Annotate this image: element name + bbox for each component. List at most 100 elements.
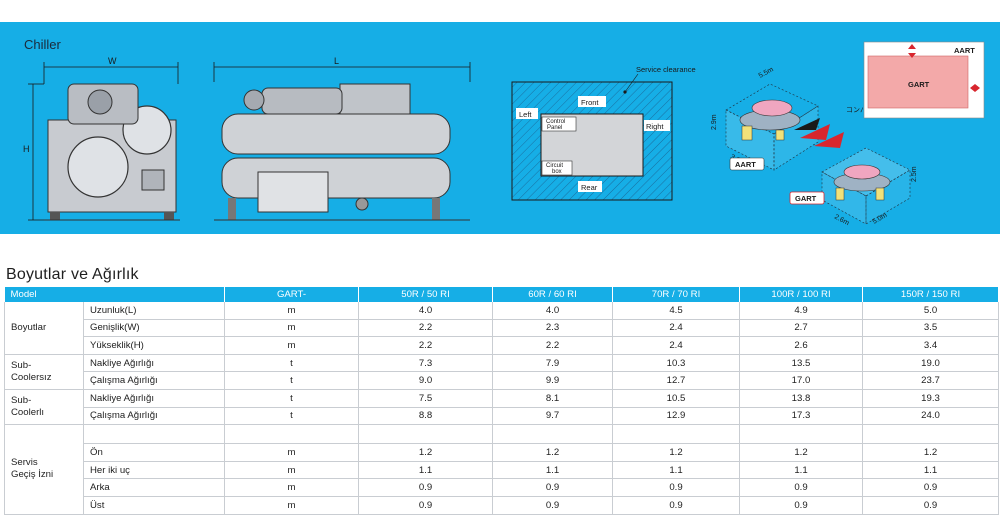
unit-cell: m (224, 319, 360, 338)
unit-cell: m (224, 443, 360, 462)
value-cell: 1.1 (492, 461, 614, 480)
dim-2-6m-label: 2.6m (833, 214, 850, 228)
table-row: Sub-Coolerlı Nakliye Ağırlığı t 7.5 8.1 … (4, 389, 1000, 426)
section-title: Boyutlar ve Ağırlık (6, 266, 139, 283)
value-cell: 2.3 (492, 319, 614, 338)
dim-5-5m-label: 5.5m (758, 66, 775, 80)
size-comparison-inset: AART GART (863, 41, 985, 119)
value-cell: 2.4 (612, 336, 741, 355)
value-cell: 2.6 (739, 336, 864, 355)
value-cell: 1.1 (739, 461, 864, 480)
value-cell: 0.9 (358, 496, 494, 515)
value-cell-empty (492, 424, 614, 445)
value-cell: 0.9 (358, 478, 494, 497)
control-panel-label-2: Panel (547, 125, 562, 131)
value-cell: 4.0 (358, 302, 494, 320)
value-cell: 9.9 (492, 371, 614, 390)
unit-cell: m (224, 461, 360, 480)
header-150r: 150R / 150 RI (862, 287, 1000, 302)
value-cell-empty (739, 424, 864, 445)
unit-cell: m (224, 302, 360, 320)
row-label: Nakliye Ağırlığı (83, 389, 226, 408)
value-cell: 2.4 (612, 319, 741, 338)
table-row: Yükseklik(H) m 2.2 2.2 2.4 2.6 3.4 (5, 336, 1000, 355)
value-cell: 10.5 (612, 389, 741, 408)
group-boyutlar: Boyutlar (4, 302, 84, 355)
table-row: Çalışma Ağırlığı t 8.8 9.7 12.9 17.3 24.… (5, 407, 1000, 426)
value-cell: 0.9 (612, 478, 741, 497)
value-cell: 1.2 (358, 443, 494, 462)
header-50r: 50R / 50 RI (358, 287, 494, 302)
table-row: Her iki uç m 1.1 1.1 1.1 1.1 1.1 (5, 461, 1000, 480)
table-row: Sub-Coolersız Nakliye Ağırlığı t 7.3 7.9… (4, 354, 1000, 390)
right-label: Right (646, 122, 664, 131)
value-cell: 3.4 (862, 336, 1000, 355)
value-cell: 1.2 (739, 443, 864, 462)
value-cell-empty (612, 424, 741, 445)
value-cell: 2.2 (492, 336, 614, 355)
row-label: Yükseklik(H) (83, 336, 226, 355)
value-cell-empty (358, 424, 494, 445)
value-cell: 2.2 (358, 319, 494, 338)
row-label: Çalışma Ağırlığı (83, 407, 226, 426)
value-cell: 9.0 (358, 371, 494, 390)
value-cell: 0.9 (739, 478, 864, 497)
circuit-box-label-2: box (552, 169, 562, 175)
gart-tag: GART (795, 194, 817, 203)
rear-label: Rear (581, 183, 598, 192)
value-cell: 7.3 (358, 354, 494, 373)
unit-cell: t (224, 371, 360, 390)
group-sub-coolersiz: Sub-Coolersız (4, 354, 84, 390)
value-cell: 7.5 (358, 389, 494, 408)
value-cell: 1.2 (612, 443, 741, 462)
header-70r: 70R / 70 RI (612, 287, 741, 302)
value-cell: 12.7 (612, 371, 741, 390)
value-cell: 4.5 (612, 302, 741, 320)
value-cell: 3.5 (862, 319, 1000, 338)
inset-aart-label: AART (954, 46, 975, 55)
value-cell: 0.9 (862, 496, 1000, 515)
row-label: Arka (83, 478, 226, 497)
value-cell: 23.7 (862, 371, 1000, 390)
dim-h-label: H (23, 144, 30, 154)
row-label-empty (83, 424, 226, 445)
side-view-drawing: L (213, 56, 471, 221)
value-cell: 8.8 (358, 407, 494, 426)
row-label: Her iki uç (83, 461, 226, 480)
dim-2-5m-label: 2.5m (911, 166, 918, 182)
row-label: Ön (83, 443, 226, 462)
inset-gart-label: GART (908, 80, 930, 89)
group-sub-coolerli: Sub-Coolerlı (4, 389, 84, 426)
row-label: Genişlik(W) (83, 319, 226, 338)
value-cell: 1.1 (358, 461, 494, 480)
header-model: Model (4, 287, 226, 302)
header-60r: 60R / 60 RI (492, 287, 614, 302)
unit-cell: t (224, 389, 360, 408)
row-label: Uzunluk(L) (83, 302, 226, 320)
value-cell-empty (862, 424, 1000, 445)
front-label: Front (581, 98, 599, 107)
unit-cell: m (224, 478, 360, 497)
value-cell: 5.0 (862, 302, 1000, 320)
value-cell: 1.1 (612, 461, 741, 480)
value-cell: 19.0 (862, 354, 1000, 373)
value-cell: 12.9 (612, 407, 741, 426)
value-cell: 19.3 (862, 389, 1000, 408)
dimensions-weight-table: Model GART- 50R / 50 RI 60R / 60 RI 70R … (4, 287, 1000, 515)
dim-2-9m-label: 2.9m (711, 114, 718, 130)
unit-cell: t (224, 354, 360, 373)
chiller-banner: Chiller W H (0, 22, 1000, 234)
value-cell: 17.0 (739, 371, 864, 390)
banner-title: Chiller (24, 37, 61, 52)
isometric-drawing: 5.5m 2.9m 3.3m 2.5m 2.6m 5.0m コンバ AART G… (711, 66, 918, 227)
chiller-drawings: W H L (23, 41, 985, 227)
value-cell: 0.9 (492, 478, 614, 497)
value-cell: 0.9 (862, 478, 1000, 497)
value-cell: 13.5 (739, 354, 864, 373)
dim-w-label: W (108, 56, 117, 66)
row-label: Üst (83, 496, 226, 515)
table-row: Üst m 0.9 0.9 0.9 0.9 0.9 (5, 496, 1000, 515)
row-label: Nakliye Ağırlığı (83, 354, 226, 373)
